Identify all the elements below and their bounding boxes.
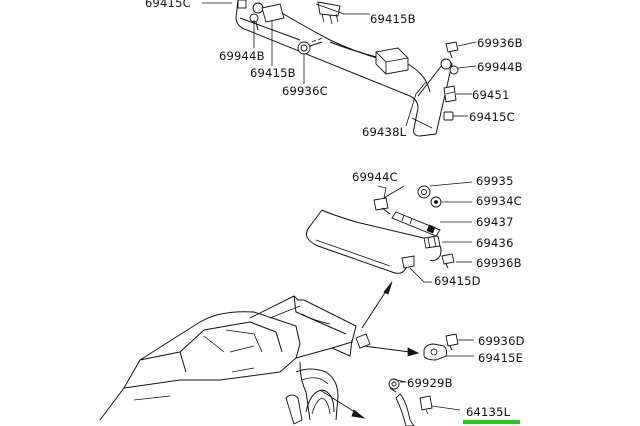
- label-64135l: 64135L: [466, 405, 511, 419]
- clip-69415d: [401, 255, 415, 269]
- bolt-69936d: [445, 333, 459, 351]
- label-69934c: 69934C: [476, 194, 522, 208]
- label-69944b-left: 69944B: [219, 49, 265, 63]
- label-69415b-mid: 69415B: [250, 66, 296, 80]
- bolt-69936b-top: [445, 41, 459, 59]
- label-69415b-top: 69415B: [370, 12, 416, 26]
- washer-69935: [417, 185, 431, 199]
- label-69451: 69451: [472, 88, 510, 102]
- grommet-69415e: [423, 343, 448, 361]
- bolt-69936b-mid: [441, 253, 455, 269]
- clip-69929b: [388, 378, 400, 393]
- nut-69934c: [430, 196, 442, 208]
- label-69936c: 69936C: [282, 84, 328, 98]
- clip-69415c-top: [237, 0, 247, 9]
- label-69438l: 69438L: [362, 125, 407, 139]
- label-69929b: 69929B: [407, 376, 453, 390]
- cable-connector-box: [375, 47, 409, 75]
- label-69436: 69436: [476, 236, 514, 250]
- clip-69415c-right: [443, 111, 454, 121]
- clip-69436: [423, 235, 441, 249]
- label-69935: 69935: [476, 174, 514, 188]
- part-labels: 69415C 69944B 69415B 69415B 69936C 69936…: [145, 0, 525, 419]
- pointer-arrows: [319, 281, 420, 419]
- highlight-bar-64135l: [463, 420, 520, 424]
- clip-69415b-top: [317, 1, 341, 25]
- upper-leader-lines: [202, 2, 477, 127]
- label-69936b-mid: 69936B: [476, 256, 522, 270]
- middle-leader-lines: [377, 181, 473, 283]
- upper-panel-assembly: [235, 0, 459, 137]
- clip-69451: [443, 85, 457, 103]
- lower-leader-lines: [395, 339, 474, 411]
- lower-right-parts: [388, 333, 459, 426]
- screw-69936c: [297, 37, 323, 55]
- label-69415c-top: 69415C: [145, 0, 191, 10]
- bolt-69944c: [373, 197, 391, 215]
- label-69415c-right: 69415C: [469, 110, 515, 124]
- label-69944b-right: 69944B: [477, 60, 523, 74]
- nut-69944b-right: [440, 58, 459, 75]
- label-69936b-top: 69936B: [477, 36, 523, 50]
- label-69415d: 69415D: [434, 274, 481, 288]
- label-69936d: 69936D: [478, 334, 525, 348]
- label-69415e: 69415E: [478, 351, 523, 365]
- label-69437: 69437: [476, 215, 514, 229]
- moulding-64135l: [395, 393, 433, 426]
- damper-69437: [391, 211, 441, 237]
- clip-69415b-mid: [261, 3, 285, 23]
- tailgate-assembly: [305, 185, 455, 274]
- label-69944c: 69944C: [352, 170, 398, 184]
- pickup-truck: [99, 295, 371, 425]
